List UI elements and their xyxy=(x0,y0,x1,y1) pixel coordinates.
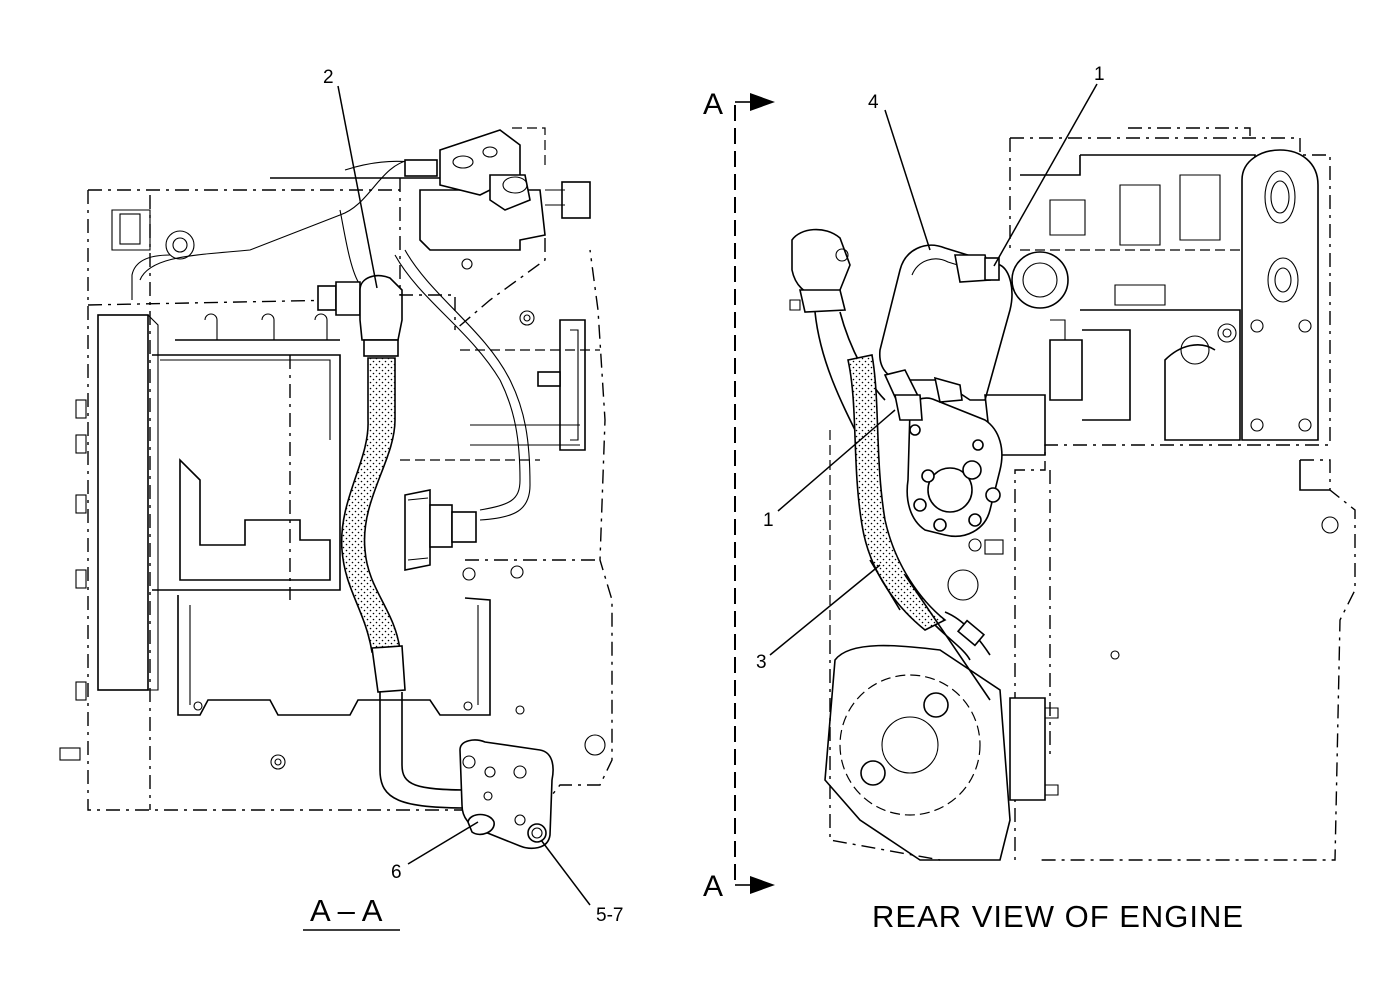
callout-3: 3 xyxy=(756,652,767,673)
callout-2: 2 xyxy=(323,67,334,88)
callout-1-top: 1 xyxy=(1094,64,1105,85)
callout-5-7: 5-7 xyxy=(596,905,623,926)
rear-plate xyxy=(1241,149,1319,441)
braided-hose xyxy=(340,357,401,653)
right-leaders xyxy=(769,83,1098,656)
braided-hose-rear xyxy=(847,354,947,631)
callout-1-left: 1 xyxy=(763,510,774,531)
cover-plate xyxy=(97,314,149,691)
section-marker-top: A xyxy=(703,88,723,121)
section-title: A – A xyxy=(310,893,383,928)
left-leaders xyxy=(337,85,591,906)
callout-6: 6 xyxy=(391,862,402,883)
callout-4: 4 xyxy=(868,92,879,113)
view-title: REAR VIEW OF ENGINE xyxy=(872,899,1244,934)
pump-housing xyxy=(879,244,1013,401)
sensor-fitting xyxy=(404,489,431,571)
rear-sensor xyxy=(791,228,851,296)
elbow-fitting xyxy=(359,274,403,341)
section-cut-line xyxy=(734,93,775,894)
section-marker-bottom: A xyxy=(703,870,723,903)
rear-view xyxy=(789,127,1356,861)
section-a-a-view xyxy=(59,127,613,850)
